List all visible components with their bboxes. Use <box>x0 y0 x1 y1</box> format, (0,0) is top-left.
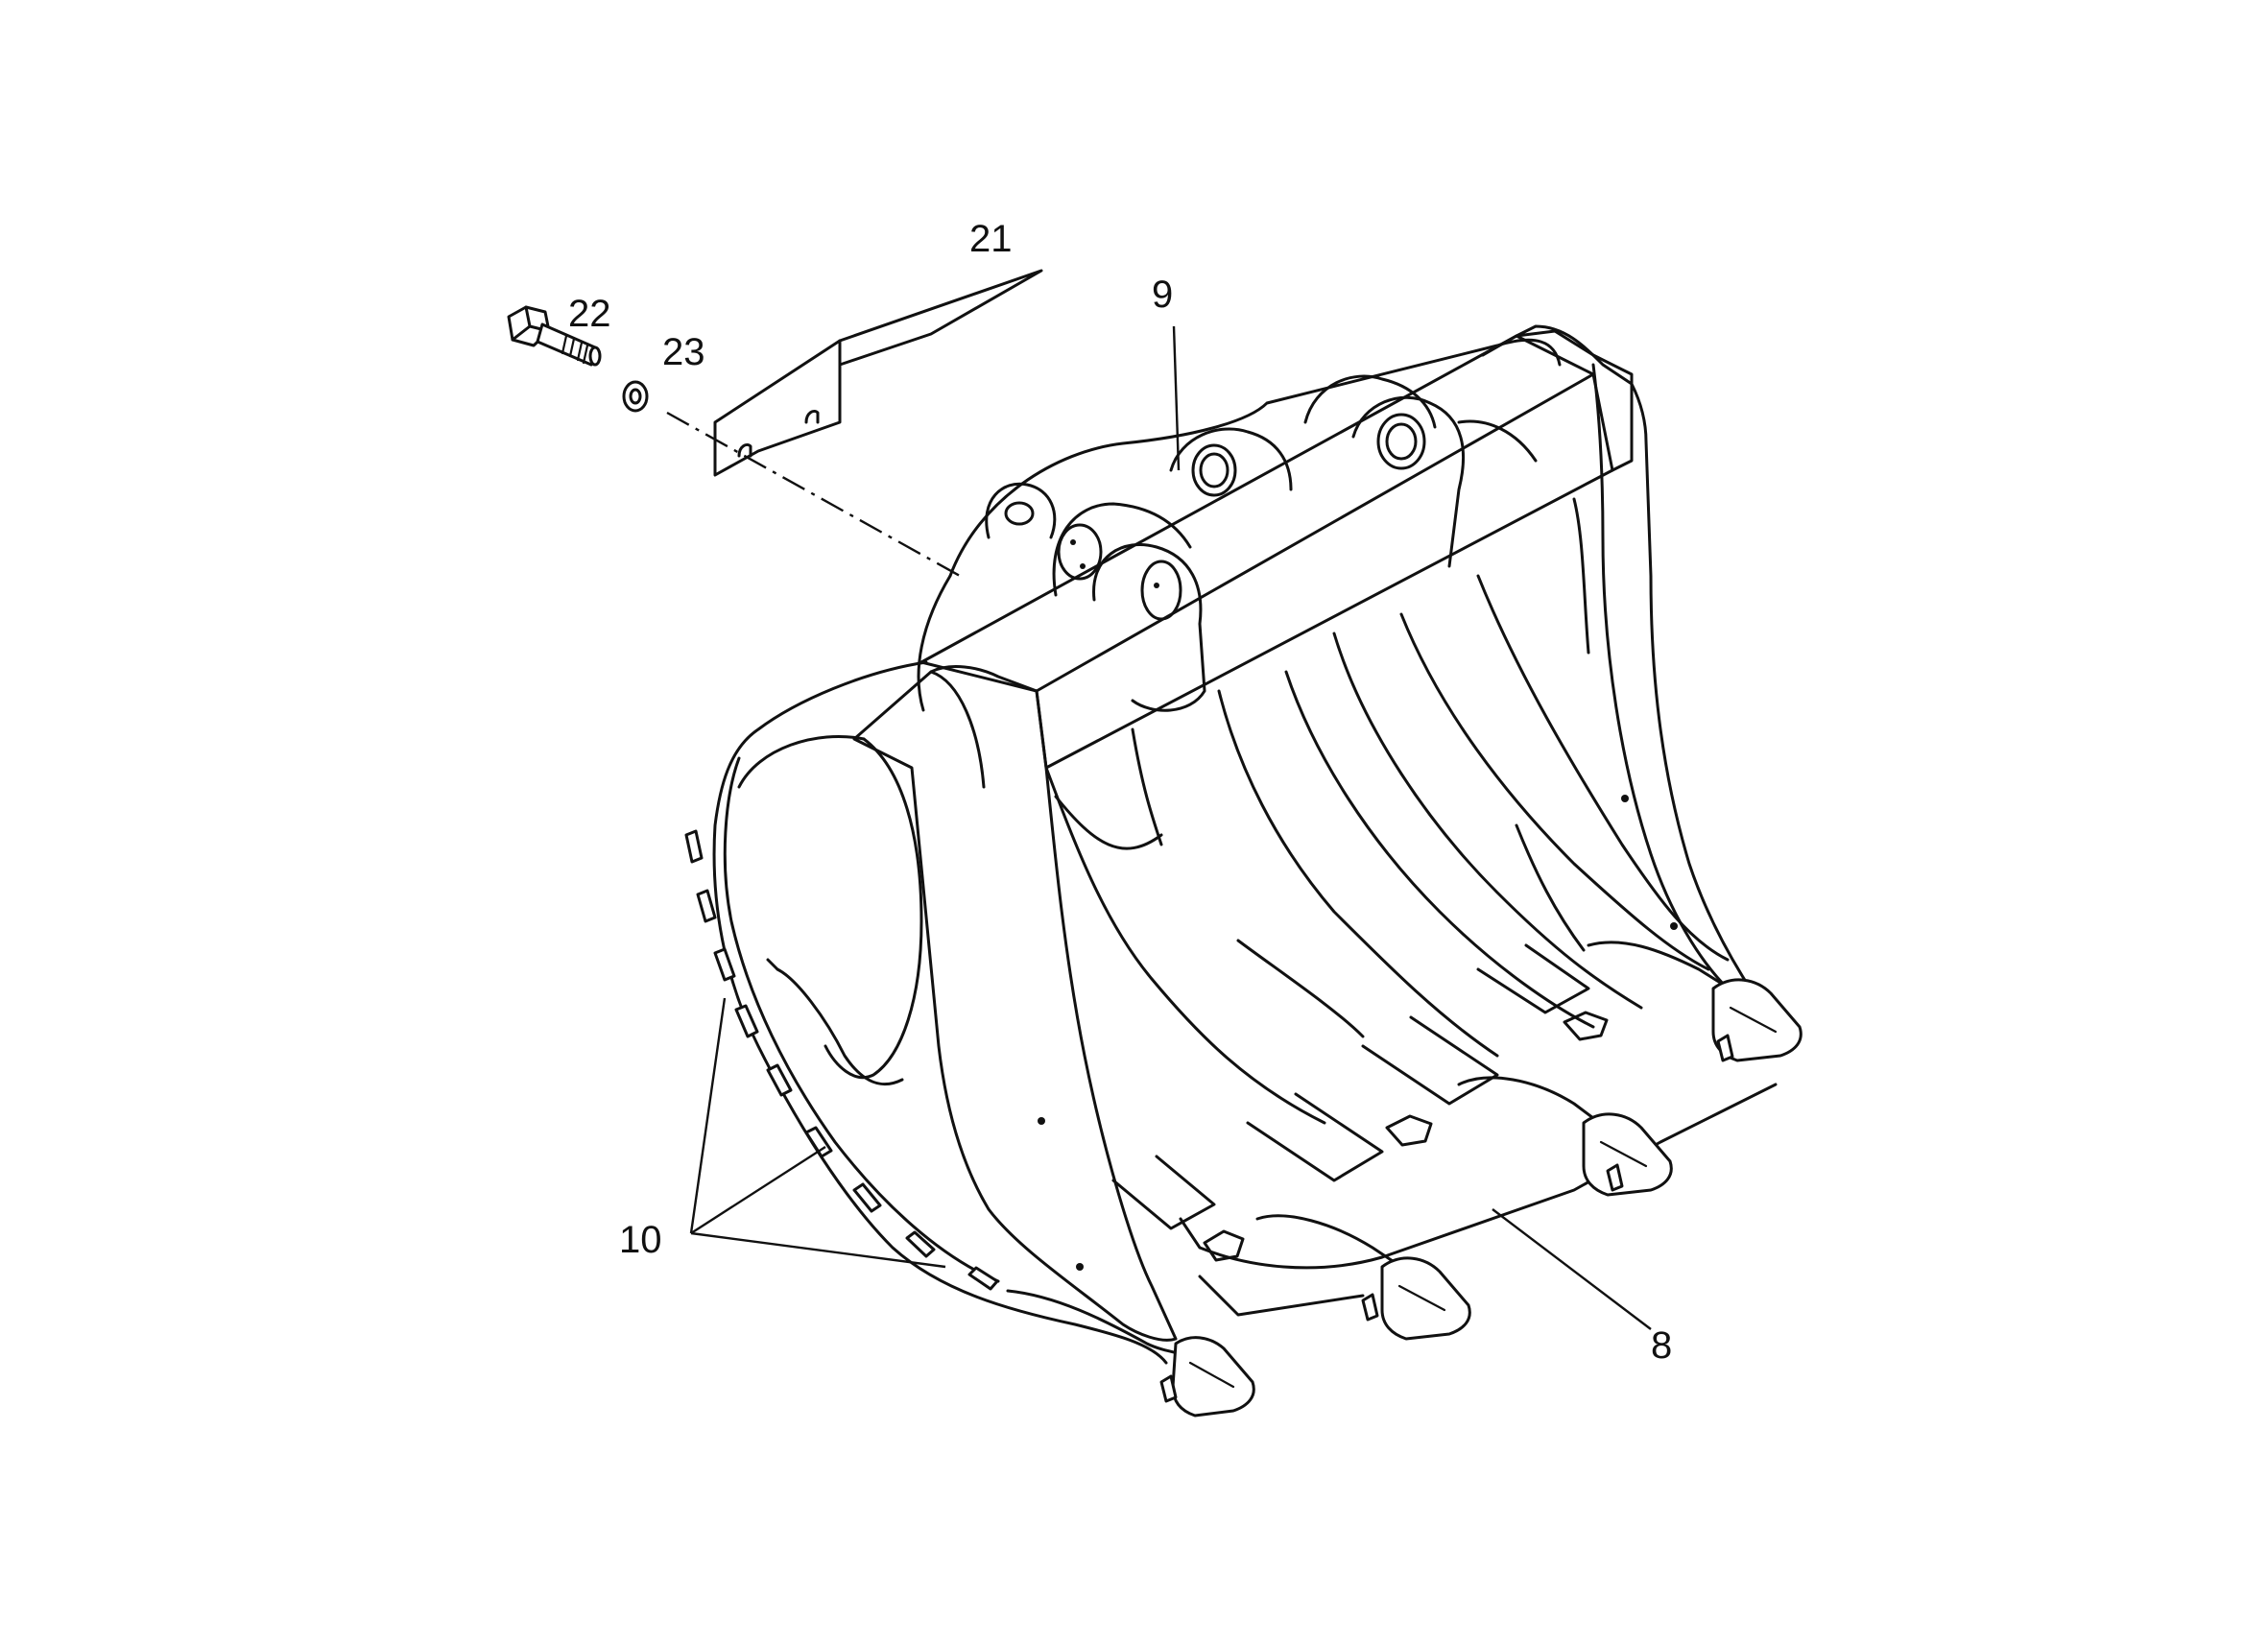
cover-plate-21 <box>713 269 1043 477</box>
bolt-22 <box>507 305 602 367</box>
bucket-front-side-plate <box>852 665 1178 1342</box>
side-cutter-plates <box>684 829 999 1291</box>
callout-22: 22 <box>568 293 611 335</box>
washer-23 <box>622 380 649 413</box>
bucket-left-side-wall <box>712 660 1168 1365</box>
top-cross-beam <box>919 329 1634 770</box>
assembly-line <box>666 411 961 578</box>
bucket-floor-ribs <box>1044 574 1778 1317</box>
leader-lines <box>689 325 1652 1330</box>
callout-10: 10 <box>619 1219 662 1261</box>
bucket-teeth <box>1006 941 1802 1418</box>
bucket-right-side-wall <box>1515 324 1758 1000</box>
bucket-rear-shell <box>917 338 1562 712</box>
callout-8: 8 <box>1651 1324 1672 1367</box>
callout-21: 21 <box>969 218 1013 260</box>
callout-23: 23 <box>662 331 705 373</box>
hinge-bracket-assembly <box>985 374 1538 712</box>
callout-9: 9 <box>1152 274 1173 316</box>
